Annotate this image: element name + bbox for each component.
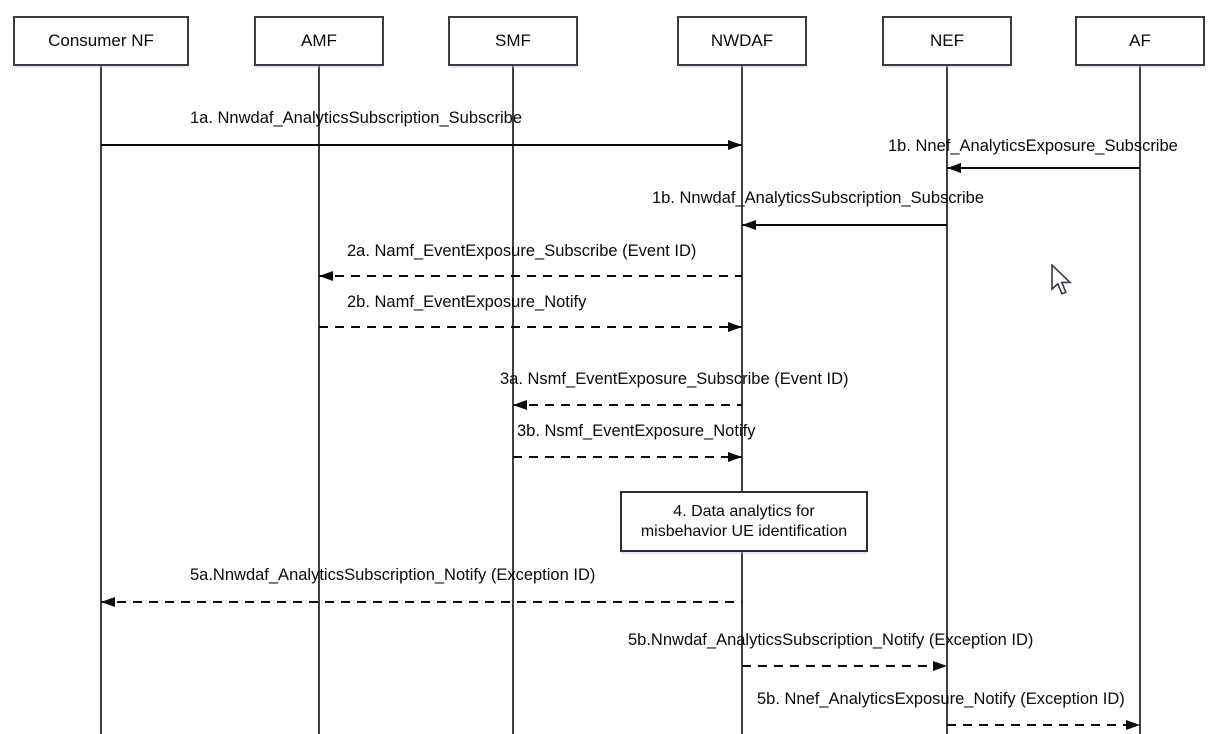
message-3b-arrowhead-icon — [728, 452, 742, 462]
message-3b-label: 3b. Nsmf_EventExposure_Notify — [517, 422, 756, 440]
actor-box-af: AF — [1075, 16, 1205, 66]
message-5b-nwdaf-nef-line — [742, 665, 947, 667]
actor-box-consumer-nf: Consumer NF — [13, 16, 189, 66]
message-5b-nef-af-line — [947, 724, 1140, 726]
actor-box-nef: NEF — [882, 16, 1012, 66]
message-1b-af-nef-line — [947, 167, 1140, 169]
message-5a-line — [101, 601, 742, 603]
message-1b-af-nef-label: 1b. Nnef_AnalyticsExposure_Subscribe — [888, 137, 1178, 155]
lifeline-af — [1139, 66, 1141, 734]
message-1b-af-nef-arrowhead-icon — [947, 163, 961, 173]
message-1a-label: 1a. Nnwdaf_AnalyticsSubscription_Subscri… — [190, 109, 523, 127]
message-2b-label: 2b. Namf_EventExposure_Notify — [347, 293, 587, 311]
message-5b-nef-af-arrowhead-icon — [1126, 720, 1140, 730]
message-1b-nef-nwdaf-arrowhead-icon — [742, 220, 756, 230]
message-1b-nef-nwdaf-label: 1b. Nnwdaf_AnalyticsSubscription_Subscri… — [652, 189, 985, 207]
message-5b-nwdaf-nef-label: 5b.Nnwdaf_AnalyticsSubscription_Notify (… — [628, 631, 1034, 649]
message-5b-nwdaf-nef-arrowhead-icon — [933, 661, 947, 671]
message-2a-line — [319, 275, 742, 277]
message-1a-arrowhead-icon — [728, 140, 742, 150]
lifeline-nwdaf — [741, 66, 743, 734]
message-3a-arrowhead-icon — [513, 400, 527, 410]
process-box-line1: 4. Data analytics for — [673, 502, 815, 520]
message-5a-label: 5a.Nnwdaf_AnalyticsSubscription_Notify (… — [190, 566, 596, 584]
mouse-cursor-icon — [1051, 264, 1072, 295]
lifeline-smf — [512, 66, 514, 734]
message-5b-nef-af-label: 5b. Nnef_AnalyticsExposure_Notify (Excep… — [757, 690, 1125, 708]
actor-box-nwdaf: NWDAF — [677, 16, 807, 66]
message-2a-label: 2a. Namf_EventExposure_Subscribe (Event … — [347, 242, 697, 260]
message-1a-line — [101, 144, 742, 146]
message-3a-line — [513, 404, 742, 406]
lifeline-consumer-nf — [100, 66, 102, 734]
message-2a-arrowhead-icon — [319, 271, 333, 281]
message-2b-arrowhead-icon — [728, 322, 742, 332]
process-box-line2: misbehavior UE identification — [640, 522, 848, 540]
lifeline-amf — [318, 66, 320, 734]
actor-box-amf: AMF — [254, 16, 384, 66]
process-box-data-analytics: 4. Data analytics for misbehavior UE ide… — [620, 491, 868, 552]
message-3a-label: 3a. Nsmf_EventExposure_Subscribe (Event … — [500, 370, 849, 388]
lifeline-nef — [946, 66, 948, 734]
message-1b-nef-nwdaf-line — [742, 224, 947, 226]
message-5a-arrowhead-icon — [101, 597, 115, 607]
message-3b-line — [513, 456, 742, 458]
actor-box-smf: SMF — [448, 16, 578, 66]
message-2b-line — [319, 326, 742, 328]
